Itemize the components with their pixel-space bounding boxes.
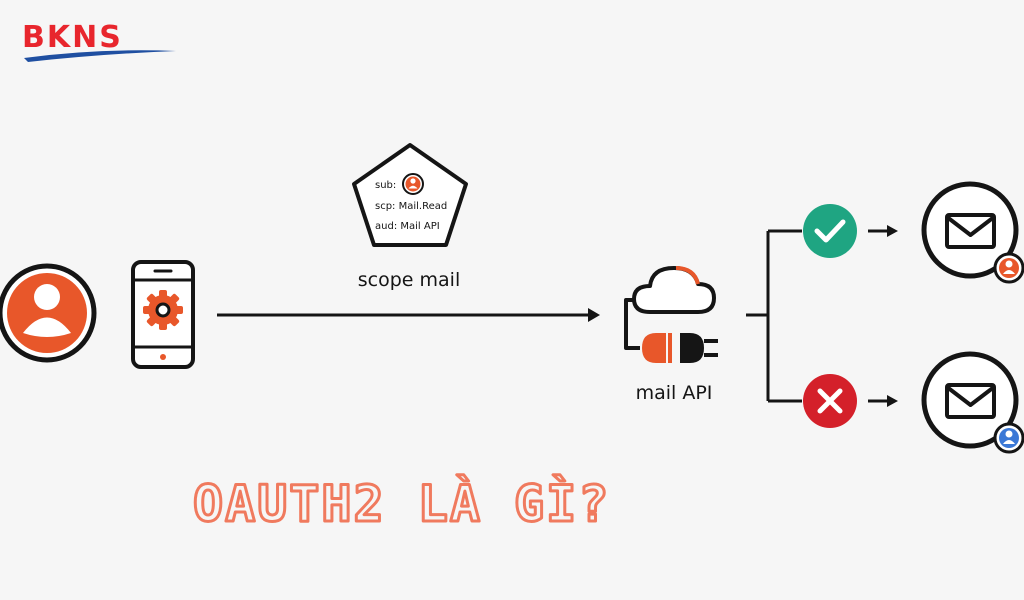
- cloud-icon: [632, 266, 716, 314]
- brand-logo: BKNS: [22, 20, 176, 62]
- user-avatar-icon: [0, 263, 97, 363]
- mailbox-denied: [921, 351, 1024, 454]
- smartphone-gear-icon: [131, 260, 195, 369]
- brand-logo-text: BKNS: [22, 20, 123, 55]
- envelope-icon: [945, 213, 996, 249]
- token-scope-line: scp: Mail.Read: [375, 201, 447, 212]
- owner-user-badge: [993, 252, 1024, 284]
- denied-arrow: [868, 395, 898, 407]
- allowed-arrow: [868, 225, 898, 237]
- mail-api-node: [624, 266, 718, 363]
- mailbox-allowed: [921, 181, 1024, 284]
- x-circle-icon: [803, 374, 857, 428]
- request-arrow: [217, 308, 600, 322]
- scope-label: scope mail: [358, 269, 460, 291]
- branch-connector: [746, 229, 802, 403]
- token-sub-label: sub:: [375, 180, 396, 191]
- check-circle-icon: [803, 204, 857, 258]
- page-heading: OAUTH2 LÀ GÌ?: [193, 474, 610, 533]
- access-token-badge: sub: scp: Mail.Read aud: Mail API: [352, 143, 468, 247]
- logo-swoosh: [24, 50, 176, 62]
- api-label: mail API: [636, 382, 713, 404]
- gear-icon: [143, 290, 183, 330]
- token-audience-line: aud: Mail API: [375, 221, 440, 232]
- token-user-icon: [402, 173, 424, 195]
- other-user-badge: [993, 422, 1024, 454]
- envelope-icon: [945, 383, 996, 419]
- plug-icon: [642, 333, 718, 363]
